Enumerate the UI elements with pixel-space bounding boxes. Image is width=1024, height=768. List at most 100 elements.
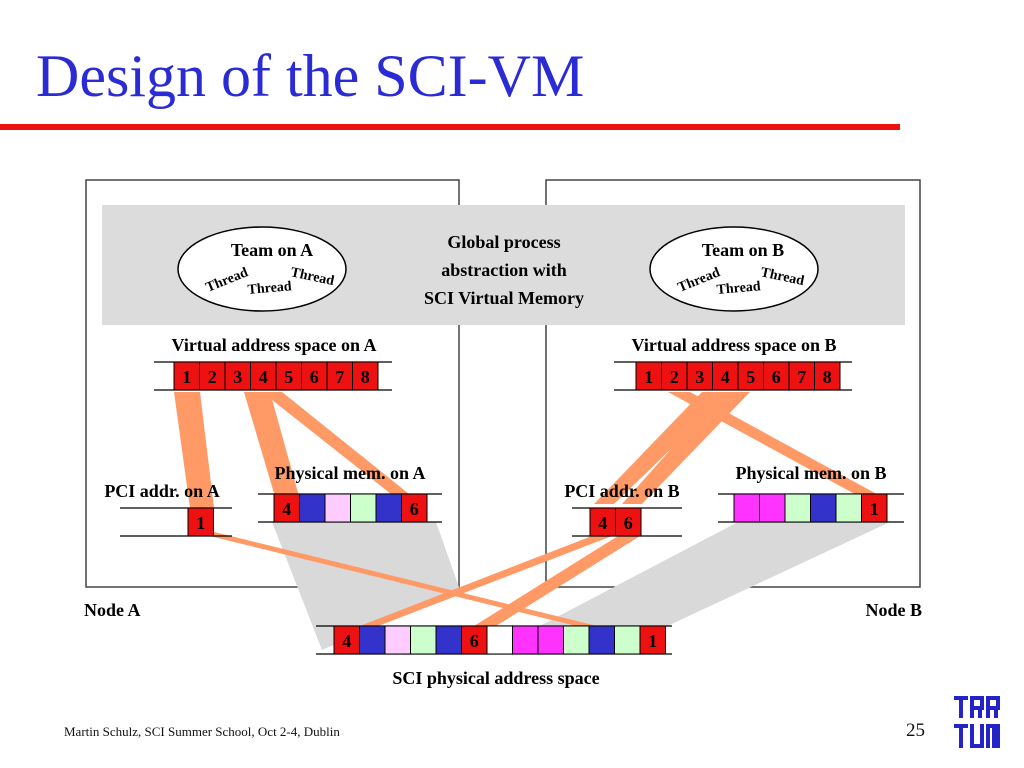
page-number: 25 [906,720,925,741]
virtual-a-cell-label: 1 [182,367,191,387]
virtual-b-cell-label: 4 [721,367,730,387]
virtual-a-cell [250,361,277,391]
virtual-a-cell-label: 5 [284,367,293,387]
virtual-a-cell-label: 6 [310,367,319,387]
phys-b-cell [835,493,862,523]
phys-a-cell-label: 6 [410,499,419,519]
virtual-b-cell-label: 6 [772,367,781,387]
global-text-line-3: SCI Virtual Memory [424,288,584,308]
sci-cell [563,625,590,655]
virtual-b-cell-label: 1 [644,367,653,387]
sci-row: 4 6 1 [316,625,672,655]
sci-cell [537,625,564,655]
pci-b-cell [615,507,642,537]
virtual-b-cell [712,361,739,391]
virtual-a-cell [173,361,200,391]
pci-b-cell [589,507,616,537]
band-virt-a1-to-pci [174,392,214,508]
global-text-line-1: Global process [447,232,560,252]
band-pci-a1-to-sci [211,531,653,645]
virtual-b-cell [686,361,713,391]
sci-cell [410,625,437,655]
phys-a-cell [350,493,377,523]
virtual-b-cell [737,361,764,391]
sci-cell [512,625,539,655]
mapping-phys-a-to-sci [272,522,460,650]
sci-cell [384,625,411,655]
team-b-label: Team on B [702,240,784,260]
virtual-b-cell-label: 3 [695,367,704,387]
page-title: Design of the SCI-VM [36,43,585,109]
sci-cell [435,625,462,655]
virtual-a-cell-label: 3 [233,367,242,387]
sci-label: SCI physical address space [392,668,599,688]
phys-a-cell [324,493,351,523]
sci-cell-label: 6 [470,631,479,651]
pci-a-label: PCI addr. on A [104,481,219,501]
phys-b-label: Physical mem. on B [736,463,887,483]
sci-cell [359,625,386,655]
band-virt-b5-to-pci [622,392,750,504]
team-b-thread-2: Thread [716,279,761,298]
phys-a-cell [299,493,326,523]
phys-b-cell [784,493,811,523]
pci-a-row: 1 [120,507,232,537]
band-pci-b6-to-sci [458,536,640,636]
node-a-label: Node A [84,600,141,620]
footer-text: Martin Schulz, SCI Summer School, Oct 2-… [64,724,340,739]
team-a-ellipse [177,226,347,312]
sci-cell [614,625,641,655]
sci-cell [333,625,360,655]
phys-a-cell [375,493,402,523]
mapping-bands [174,392,884,645]
pci-b-label: PCI addr. on B [564,481,679,501]
node-a-frame [85,179,460,588]
band-pci-b4-to-sci [334,536,612,636]
virtual-b-cell [661,361,688,391]
virtual-a-label: Virtual address space on A [171,335,376,355]
phys-b-cell [861,493,888,523]
virtual-b-label: Virtual address space on B [631,335,836,355]
title-underline [0,124,900,130]
band-virt-b2-to-phys [668,392,884,498]
virtual-a-cell [199,361,226,391]
band-virt-b4-to-pci [594,392,730,504]
pci-b-cell-label: 6 [624,513,633,533]
virtual-b-cell [814,361,841,391]
phys-a-label: Physical mem. on A [275,463,426,483]
sci-cell-label: 4 [342,631,351,651]
phys-b-cell [810,493,837,523]
pci-b-cell-label: 4 [598,513,607,533]
team-a-label: Team on A [231,240,313,260]
virtual-b-cell-label: 5 [746,367,755,387]
phys-a-cell-label: 4 [282,499,291,519]
band-virt-a34-to-phys [244,392,300,500]
phys-b-row: 1 [718,493,904,523]
virtual-a-cell-label: 8 [361,367,370,387]
virtual-a-cell [224,361,251,391]
sci-cell [486,625,513,655]
tum-logo [954,696,1000,748]
pci-a-cell [187,507,214,537]
team-a-thread-2: Thread [247,279,292,298]
team-b-ellipse [649,226,819,312]
virtual-b-cell [635,361,662,391]
sci-cell [639,625,666,655]
sci-cell [588,625,615,655]
phys-b-cell-label: 1 [870,499,879,519]
virtual-b-cell-label: 2 [670,367,679,387]
sci-cell-label: 1 [648,631,657,651]
phys-a-cell [401,493,428,523]
virtual-b-cell [763,361,790,391]
phys-b-cell [733,493,760,523]
virtual-a-cell-label: 2 [208,367,217,387]
band-virt-a3-to-phys [262,392,414,498]
mapping-phys-b-to-sci [494,522,890,650]
virtual-a-cell [352,361,379,391]
virtual-a-cell-label: 4 [259,367,268,387]
